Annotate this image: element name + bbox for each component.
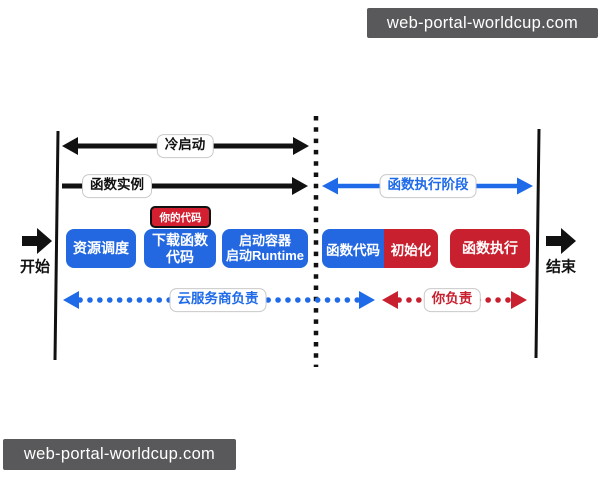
cloud-provider-label: 云服务商负责 bbox=[169, 288, 267, 312]
step-init: 初始化 bbox=[384, 229, 438, 268]
watermark-bottom: web-portal-worldcup.com bbox=[3, 439, 236, 470]
step-code-and-init: 函数代码 初始化 bbox=[322, 229, 438, 268]
left-bracket-line bbox=[53, 130, 60, 361]
step-function-execute: 函数执行 bbox=[450, 229, 530, 268]
you-responsible-dotted-arrow bbox=[382, 291, 527, 309]
step-start-container-line2: 启动Runtime bbox=[225, 247, 304, 263]
start-arrow-icon bbox=[22, 228, 52, 254]
step-start-container: 启动容器 启动Runtime bbox=[222, 229, 308, 268]
start-label: 开始 bbox=[19, 258, 51, 276]
your-code-badge: 你的代码 bbox=[150, 206, 211, 228]
step-resource-scheduling: 资源调度 bbox=[66, 229, 136, 268]
end-label: 结束 bbox=[545, 258, 577, 276]
function-instance-label: 函数实例 bbox=[82, 174, 152, 198]
execution-phase-label: 函数执行阶段 bbox=[379, 174, 477, 198]
end-arrow-icon bbox=[546, 228, 576, 254]
step-download-code-line2: 代码 bbox=[166, 248, 194, 265]
cold-start-label: 冷启动 bbox=[156, 134, 214, 158]
right-bracket-line bbox=[534, 128, 541, 359]
step-function-code: 函数代码 bbox=[322, 229, 384, 268]
you-responsible-label: 你负责 bbox=[423, 288, 481, 312]
step-download-code: 下载函数 代码 bbox=[144, 229, 216, 268]
step-start-container-line1: 启动容器 bbox=[238, 232, 291, 248]
step-download-code-line1: 下载函数 bbox=[152, 232, 208, 249]
watermark-top: web-portal-worldcup.com bbox=[367, 8, 598, 38]
